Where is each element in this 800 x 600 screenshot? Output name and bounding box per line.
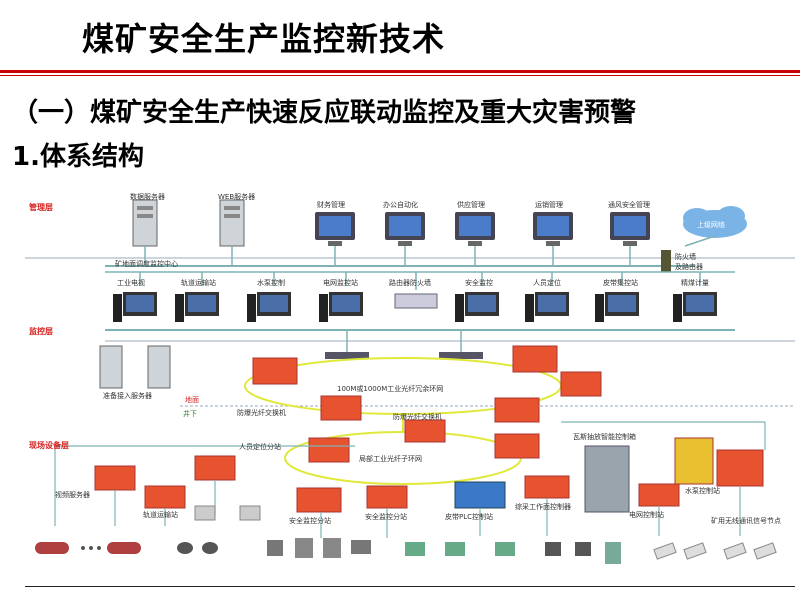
underground-label: 井下 bbox=[183, 410, 197, 418]
monitor-station-icons bbox=[113, 292, 717, 322]
mgmt-monitor-icons bbox=[315, 212, 650, 246]
dispatch-center-label: 矿地面调度监控中心 bbox=[115, 260, 178, 268]
mgmt-terminal-label: 通风安全管理 bbox=[608, 201, 650, 209]
wireless-node-label: 矿用无线通讯信号节点 bbox=[711, 517, 781, 525]
pump-station-label: 综采工作面控制器 bbox=[515, 503, 571, 511]
cloud-label: 上级网络 bbox=[697, 221, 725, 229]
layer-field-label: 现场设备层 bbox=[29, 441, 69, 450]
web-server-icon bbox=[219, 199, 245, 247]
bottom-divider bbox=[25, 586, 795, 587]
core-switch-1 bbox=[325, 352, 369, 359]
rail-station-label: 轨道运输站 bbox=[143, 511, 178, 519]
standby-server-icons bbox=[99, 345, 171, 389]
subtitle: （一）煤矿安全生产快速反应联动监控及重大灾害预警 bbox=[12, 98, 637, 128]
layer-monitoring-label: 监控层 bbox=[29, 327, 53, 336]
section-heading: 1.体系结构 bbox=[12, 142, 144, 172]
station-label: 工业电视 bbox=[117, 279, 145, 287]
web-server-label: WEB服务器 bbox=[218, 193, 256, 201]
station-label: 精煤计量 bbox=[681, 279, 709, 287]
title-divider-thin bbox=[0, 75, 800, 76]
station-label: 人员定位 bbox=[533, 279, 561, 287]
sub-safety-station-label: 安全监控分站 bbox=[365, 513, 407, 521]
belt-station-label: 皮带PLC控制站 bbox=[445, 513, 494, 521]
station-label: 皮带集控站 bbox=[603, 279, 638, 287]
cloud-icon bbox=[683, 206, 747, 238]
mgmt-terminal-label: 运销管理 bbox=[535, 201, 563, 209]
personnel-station-label: 人员定位分站 bbox=[239, 443, 281, 451]
station-label: 电网监控站 bbox=[323, 279, 358, 287]
field-device-icons bbox=[35, 505, 777, 564]
standby-server-label: 准备接入服务器 bbox=[103, 392, 152, 400]
layer-management-label: 管理层 bbox=[29, 203, 53, 212]
firewall-label: 防火墙 及路由器 bbox=[675, 253, 703, 271]
station-label: 轨道运输站 bbox=[181, 279, 216, 287]
station-label: 安全监控 bbox=[465, 279, 493, 287]
ground-label: 地面 bbox=[185, 396, 199, 404]
main-ring-label: 100M或1000M工业光纤冗余环网 bbox=[337, 385, 444, 393]
mgmt-terminal-label: 办公自动化 bbox=[383, 201, 418, 209]
belt-plc-box bbox=[454, 481, 506, 509]
power-station-label: 电网控制站 bbox=[629, 511, 664, 519]
switch-label-2: 防爆光纤交换机 bbox=[393, 413, 442, 421]
firewall-icon bbox=[661, 250, 671, 272]
station-label: 路由器防火墙 bbox=[389, 279, 431, 287]
data-server-label: 数据服务器 bbox=[130, 193, 165, 201]
sub-ring-label: 局部工业光纤子环网 bbox=[359, 455, 422, 463]
title-divider bbox=[0, 70, 800, 73]
diagram-canvas bbox=[25, 199, 795, 564]
switch-label: 防爆光纤交换机 bbox=[237, 409, 286, 417]
page-title: 煤矿安全生产监控新技术 bbox=[82, 20, 446, 58]
gas-control-cabinet bbox=[584, 445, 630, 513]
mgmt-terminal-label: 供应管理 bbox=[457, 201, 485, 209]
station-label: 水泵控制 bbox=[257, 279, 285, 287]
architecture-diagram: 管理层 监控层 现场设备层 数据服务器 WEB服务器 准备接入服务器 财务管理 … bbox=[25, 186, 795, 592]
gas-station-label: 瓦斯抽放智能控制箱 bbox=[573, 433, 636, 441]
fiber-switch-boxes bbox=[94, 345, 764, 513]
mgmt-terminal-label: 财务管理 bbox=[317, 201, 345, 209]
core-switch-2 bbox=[439, 352, 483, 359]
safety-station-label: 安全监控分站 bbox=[289, 517, 331, 525]
video-server-label: 视频服务器 bbox=[55, 491, 90, 499]
data-server-icon bbox=[132, 199, 158, 247]
water-station-label: 水泵控制站 bbox=[685, 487, 720, 495]
